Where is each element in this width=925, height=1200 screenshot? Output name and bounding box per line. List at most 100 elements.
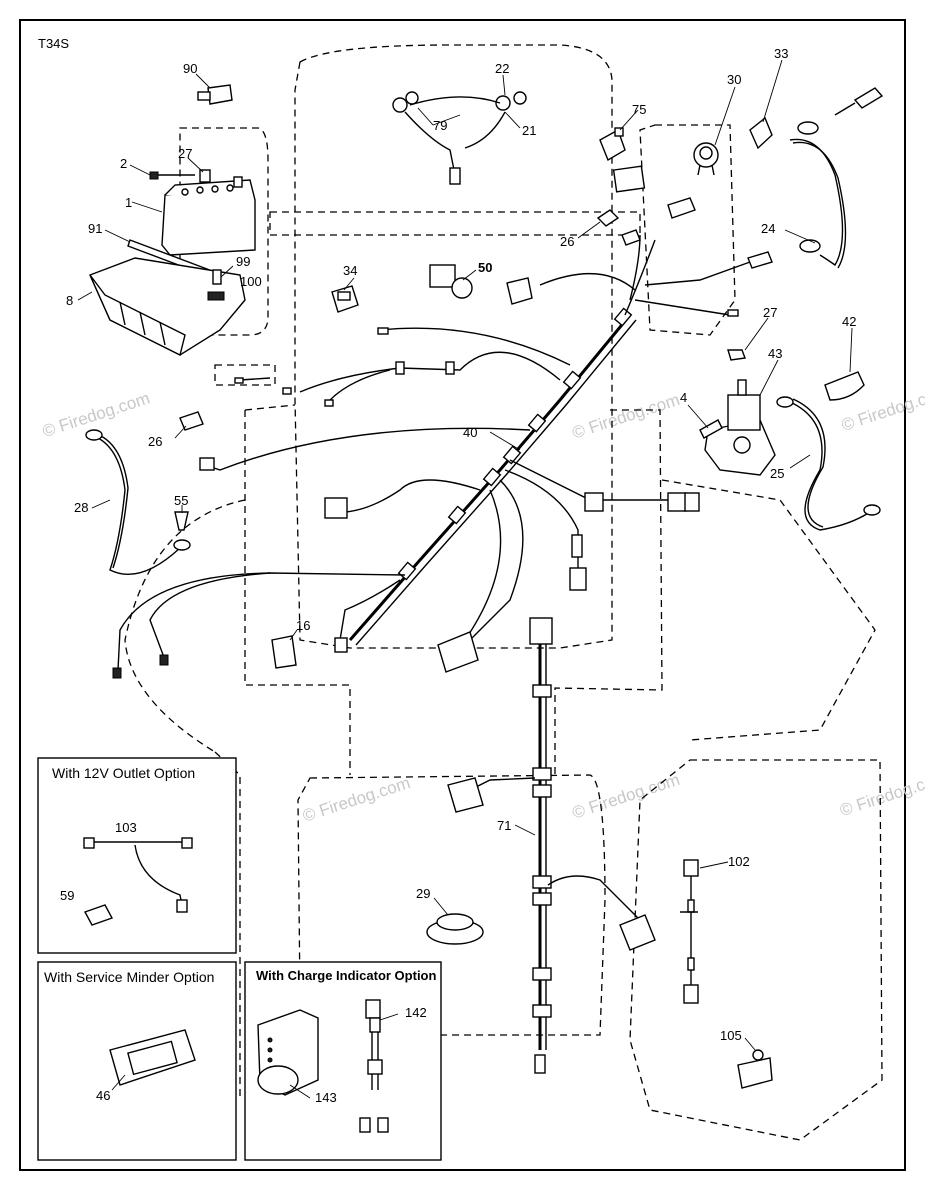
frame-outline-left xyxy=(244,404,351,775)
callout-25: 25 xyxy=(770,466,784,481)
headlight-harness xyxy=(392,91,527,185)
service-minder-title: With Service Minder Option xyxy=(44,969,214,985)
switch-105 xyxy=(737,1049,773,1089)
callout-143: 143 xyxy=(315,1090,337,1105)
harness-branch xyxy=(469,479,524,641)
callout-30: 30 xyxy=(727,72,741,87)
callout-46: 46 xyxy=(96,1088,110,1103)
connector-block xyxy=(621,197,773,269)
relay-33 xyxy=(749,116,773,150)
ignition-switch-30 xyxy=(693,142,719,176)
battery-nut-27 xyxy=(199,169,211,183)
plug-tag xyxy=(506,277,533,305)
harness-branch xyxy=(299,367,401,393)
harness-branch xyxy=(504,469,579,570)
watermark: © Firedog.com xyxy=(838,768,925,821)
callout-2: 2 xyxy=(120,156,127,171)
watermark: © Firedog.com xyxy=(300,773,412,826)
harness-branch xyxy=(624,239,656,316)
part-90 xyxy=(197,84,233,105)
connector-16 xyxy=(271,635,297,669)
callout-26: 26 xyxy=(560,234,574,249)
callout-102: 102 xyxy=(728,854,750,869)
callout-8: 8 xyxy=(66,293,73,308)
callout-42: 42 xyxy=(842,314,856,329)
switch-harness-102 xyxy=(680,859,699,1004)
service-minder-box: With Service Minder Option 46 xyxy=(37,961,237,1161)
cable-25 xyxy=(776,396,881,531)
right-panel-outline xyxy=(639,124,736,336)
solenoid-43 xyxy=(704,379,776,476)
ground-cable-24 xyxy=(789,87,884,269)
callout-71: 71 xyxy=(497,818,511,833)
harness-branch xyxy=(329,369,391,401)
watermark-group: © Firedog.com xyxy=(570,770,682,823)
hood-outline xyxy=(294,44,613,649)
callout-4: 4 xyxy=(680,390,687,405)
page-border xyxy=(19,19,906,1171)
callout-28: 28 xyxy=(74,500,88,515)
switch-75 xyxy=(599,127,626,162)
callout-29: 29 xyxy=(416,886,430,901)
fuse-26 xyxy=(179,411,204,431)
cable-sleeve xyxy=(667,492,687,512)
harness-clips xyxy=(397,307,633,581)
key-switch-34 xyxy=(331,285,359,313)
light-switch-50 xyxy=(429,264,473,299)
battery-bolt-2 xyxy=(149,171,195,180)
harness-label-box xyxy=(612,165,646,193)
terminal-boot-42 xyxy=(824,371,865,401)
callout-1: 1 xyxy=(125,195,132,210)
ground-cable-28 xyxy=(85,429,191,576)
callout-27: 27 xyxy=(178,146,192,161)
callout-103: 103 xyxy=(115,820,137,835)
cable-sleeve xyxy=(584,492,604,512)
callout-55: 55 xyxy=(174,493,188,508)
harness-branch xyxy=(464,489,502,641)
callout-75: 75 xyxy=(632,102,646,117)
fuse-outline xyxy=(214,364,276,386)
battery-1 xyxy=(161,176,256,256)
seat-switch xyxy=(619,914,656,951)
callout-34: 34 xyxy=(343,263,357,278)
callout-50: 50 xyxy=(478,260,492,275)
callout-105: 105 xyxy=(720,1028,742,1043)
seat-outline xyxy=(297,774,606,1036)
connector-71-block xyxy=(447,777,484,813)
charge-indicator-title: With Charge Indicator Option xyxy=(256,968,436,983)
callout-90: 90 xyxy=(183,61,197,76)
bolt-4 xyxy=(699,419,723,439)
callout-27: 27 xyxy=(763,305,777,320)
watermark-group: © Firedog.com xyxy=(838,768,925,821)
grommet-29 xyxy=(426,913,484,945)
callout-21: 21 xyxy=(522,123,536,138)
callout-22: 22 xyxy=(495,61,509,76)
main-harness-40 xyxy=(348,314,632,641)
callout-24: 24 xyxy=(761,221,775,236)
nut-27 xyxy=(727,349,746,361)
harness-71-branch xyxy=(547,875,641,921)
callout-91: 91 xyxy=(88,221,102,236)
harness-branch xyxy=(339,579,401,641)
callout-16: 16 xyxy=(296,618,310,633)
callout-40: 40 xyxy=(463,425,477,440)
harness-branch xyxy=(117,572,271,671)
rear-outline xyxy=(629,759,883,1141)
wire-end-connectors xyxy=(199,309,739,653)
main-harness-40-outline xyxy=(355,319,637,646)
fender-right xyxy=(661,479,876,741)
harness-71-end-connector xyxy=(534,1054,546,1074)
outlet-option-box: With 12V Outlet Option 103 59 xyxy=(37,757,237,954)
harness-71-branch xyxy=(469,777,536,791)
harness-branch xyxy=(379,327,571,366)
harness-branch xyxy=(344,479,481,513)
cable-sleeve xyxy=(684,492,700,512)
outlet-option-title: With 12V Outlet Option xyxy=(52,765,195,781)
fuse-holder-26 xyxy=(596,209,620,227)
wire-ends-ground xyxy=(112,654,169,679)
frame-outline-right xyxy=(554,409,663,775)
harness-branch xyxy=(644,261,751,286)
charge-indicator-box: With Charge Indicator Option 142 143 xyxy=(244,961,442,1161)
watermark-group: © Firedog.com xyxy=(300,773,412,826)
callout-26: 26 xyxy=(148,434,162,449)
